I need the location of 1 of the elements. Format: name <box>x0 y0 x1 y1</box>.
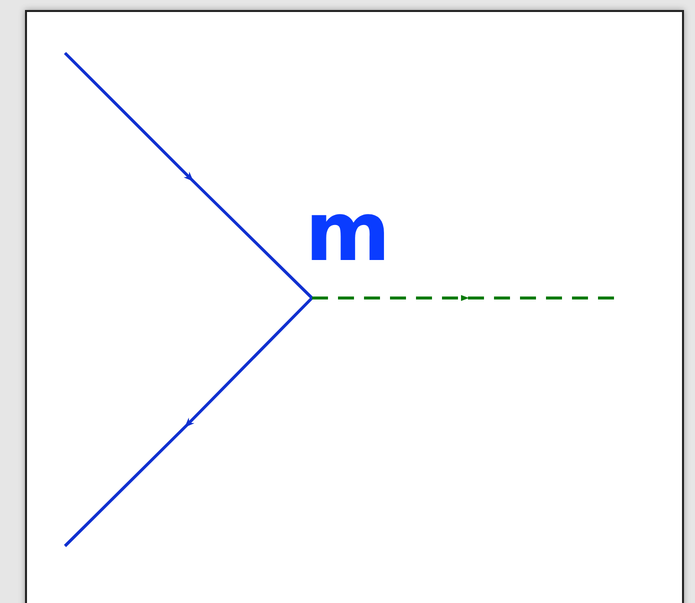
mass-label: m <box>305 192 390 274</box>
